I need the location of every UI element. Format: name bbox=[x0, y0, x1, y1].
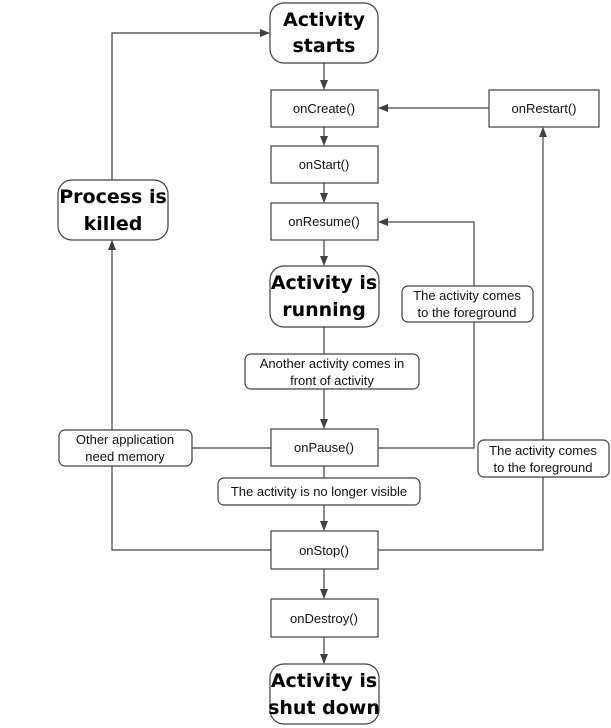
arrow-stop-to-killed bbox=[108, 240, 271, 551]
svg-text:The activity is no longer visi: The activity is no longer visible bbox=[231, 484, 407, 499]
svg-text:onStart(): onStart() bbox=[299, 157, 350, 172]
method-on-pause: onPause() bbox=[270, 428, 379, 467]
svg-text:onRestart(): onRestart() bbox=[511, 101, 576, 116]
svg-text:onResume(): onResume() bbox=[288, 214, 360, 229]
arrow-stop-to-restart bbox=[378, 127, 547, 551]
svg-text:onDestroy(): onDestroy() bbox=[290, 611, 358, 626]
svg-text:onPause(): onPause() bbox=[294, 440, 354, 455]
method-on-create: onCreate() bbox=[270, 89, 379, 128]
arrow-pause-to-resume bbox=[378, 218, 475, 449]
arrow-killed-to-start bbox=[111, 29, 270, 180]
svg-text:onStop(): onStop() bbox=[299, 543, 349, 558]
method-on-start: onStart() bbox=[270, 145, 379, 184]
method-on-resume: onResume() bbox=[270, 202, 379, 241]
method-on-stop: onStop() bbox=[270, 530, 379, 570]
method-on-restart: onRestart() bbox=[488, 89, 600, 128]
svg-text:onCreate(): onCreate() bbox=[293, 101, 355, 116]
connectors bbox=[108, 29, 547, 664]
label-no-longer-visible: The activity is no longer visible bbox=[217, 477, 421, 506]
method-on-destroy: onDestroy() bbox=[270, 598, 379, 638]
